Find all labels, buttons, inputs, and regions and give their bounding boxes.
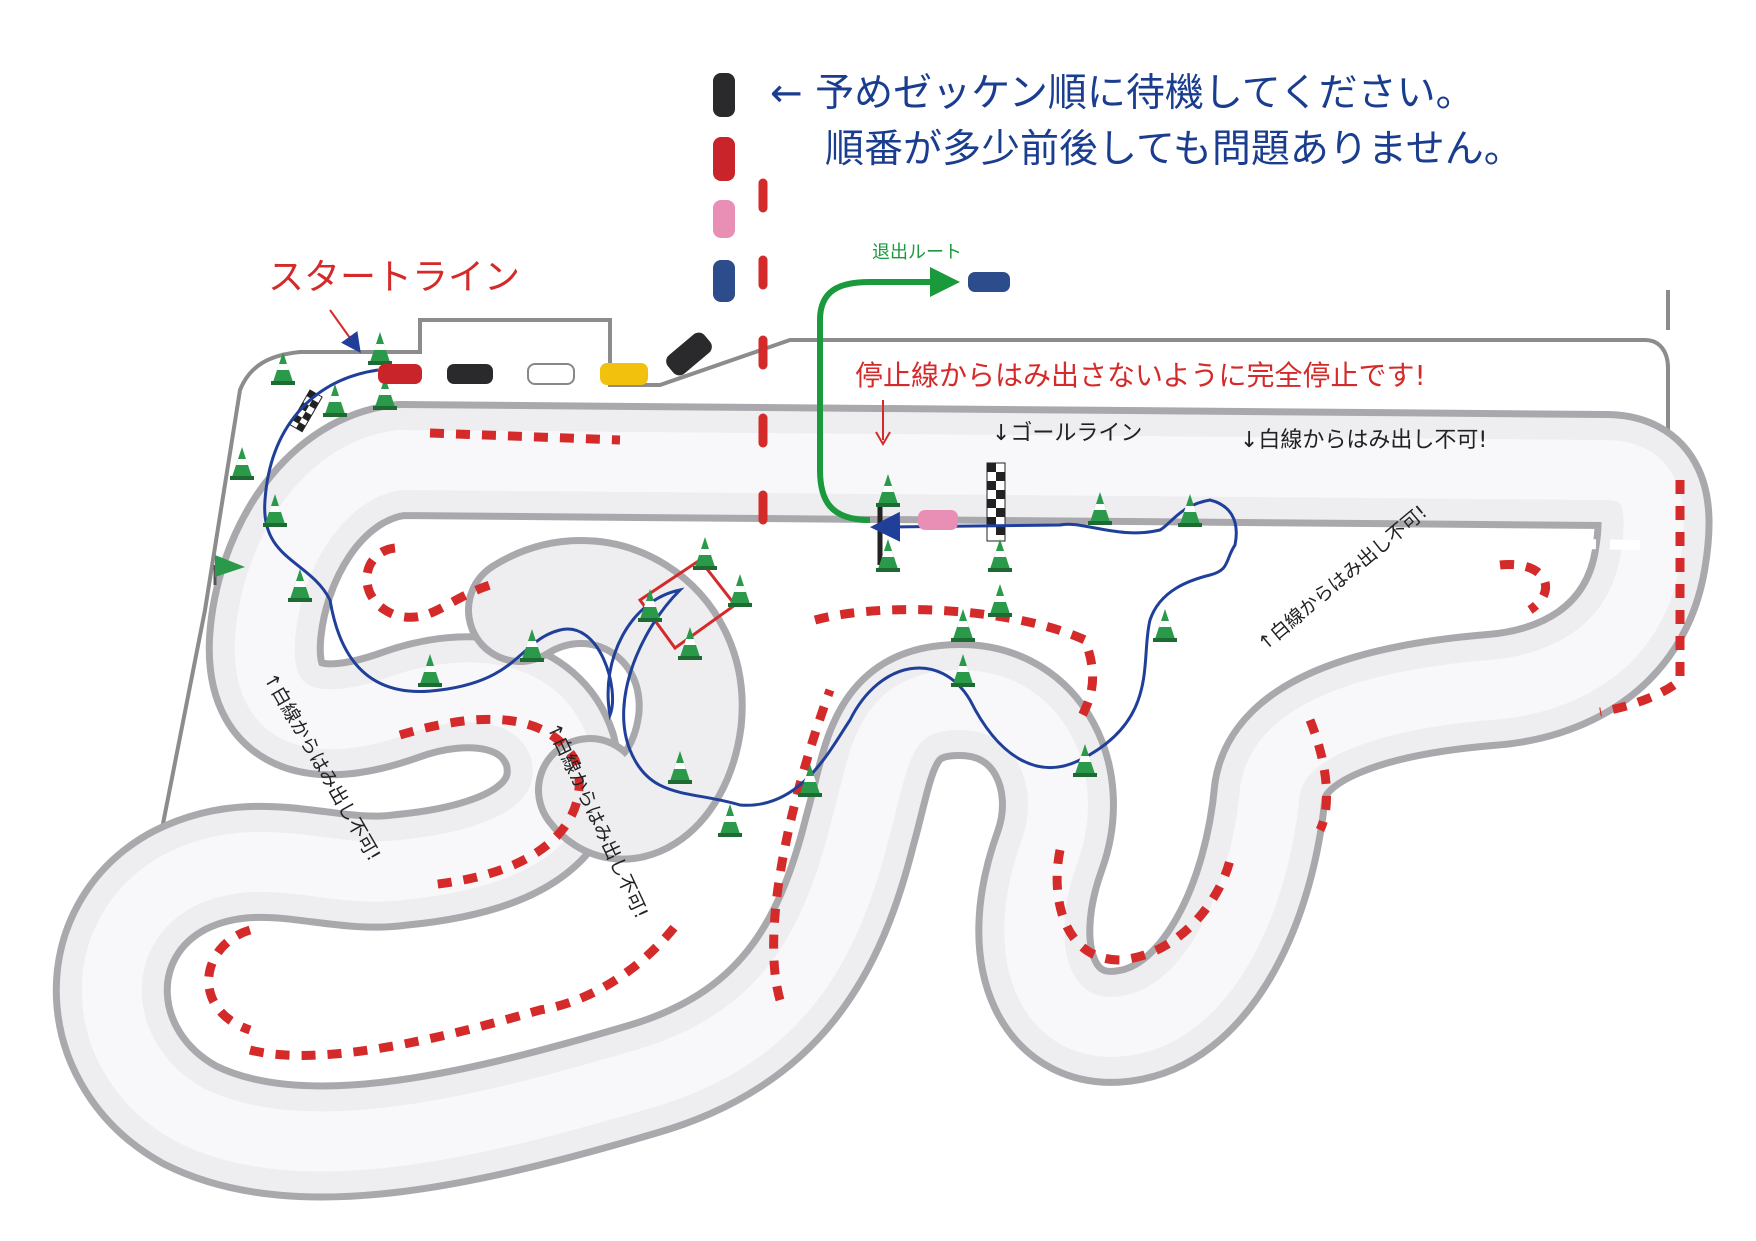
blue-car-icon	[968, 272, 1010, 292]
waiting-note-line1: ← 予めゼッケン順に待機してください。	[770, 71, 1475, 116]
blue-car-icon	[713, 260, 735, 302]
curbs	[204, 428, 1685, 1060]
goal-line	[986, 462, 1006, 542]
black-car-icon	[713, 73, 735, 117]
red-car-icon	[713, 137, 735, 181]
stop-line-note: 停止線からはみ出さないように完全停止です!	[855, 359, 1426, 392]
black-car-icon	[447, 364, 493, 384]
white-line-top-right-label: ↓白線からはみ出し不可!	[1240, 428, 1488, 453]
exit-route	[817, 267, 960, 523]
black-car-icon	[666, 332, 712, 376]
waiting-cars	[666, 73, 735, 376]
grid-cars	[378, 363, 648, 385]
pink-car-icon	[918, 510, 958, 530]
flag-icon	[213, 555, 245, 585]
pink-car-icon	[713, 200, 735, 238]
exit-route-label: 退出ルート	[872, 242, 962, 263]
white-car-icon	[527, 363, 575, 385]
start-line-checker	[289, 389, 323, 433]
yellow-car-icon	[600, 363, 648, 385]
red-car-icon	[378, 364, 422, 384]
start-line-arrow	[329, 309, 361, 354]
goal-line-label: ↓ゴールライン	[992, 421, 1143, 446]
waiting-note-line2: 順番が多少前後しても問題ありません。	[825, 127, 1523, 172]
track	[52, 401, 1713, 1201]
driving-route	[263, 368, 1238, 807]
outer-boundary	[146, 318, 1670, 901]
start-line-label: スタートライン	[268, 257, 521, 298]
